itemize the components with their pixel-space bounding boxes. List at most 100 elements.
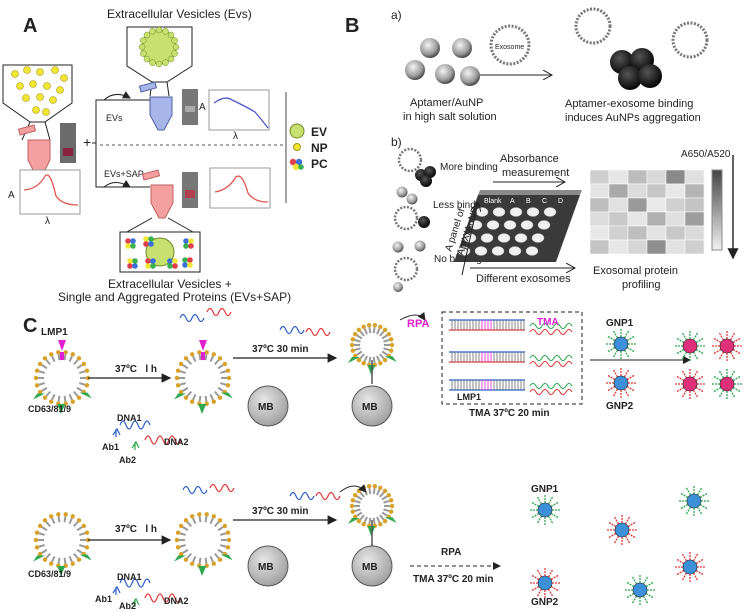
mb-label-2: MB	[362, 402, 378, 413]
binding-more-label: More binding	[440, 162, 498, 173]
mb-bead-1: MB	[247, 385, 289, 427]
plate-col-a: A	[510, 198, 515, 205]
mb-label-3: MB	[258, 562, 274, 573]
panel-a: A Extracellular Vesicles (Evs) + A λ EVs…	[2, 7, 328, 304]
legend-ev-label: EV	[311, 125, 327, 139]
dna-probes-2	[112, 578, 182, 607]
gnp-row-2	[529, 485, 710, 606]
axis-y-label: A	[8, 190, 15, 201]
tube-red-top	[17, 124, 51, 177]
ab2-1: Ab2	[119, 455, 136, 465]
spectrum-plot-np: A λ	[8, 169, 81, 227]
ev-vesicle-1	[33, 350, 92, 414]
right-caption-2: induces AuNPs aggregation	[565, 112, 701, 124]
tma-strands	[449, 319, 573, 396]
left-caption-2: in high salt solution	[403, 111, 497, 123]
np-dots	[11, 66, 68, 116]
pc-aggregates	[125, 236, 194, 269]
panel-b-label: B	[345, 15, 359, 37]
gnp1-label-2: GNP1	[531, 484, 559, 495]
ab1-2: Ab1	[95, 594, 112, 604]
label-evs-sap: EVs+SAP	[104, 169, 144, 179]
tma-cond: TMA 37ºC 20 min	[469, 408, 550, 419]
b-b-tag: b)	[391, 135, 402, 149]
cuvette-photo-a	[60, 123, 76, 163]
legend-pc-label: PC	[311, 157, 328, 171]
left-caption-1: Aptamer/AuNP	[410, 97, 483, 109]
plate-col-d: D	[558, 198, 563, 205]
dna-top-5	[182, 483, 235, 495]
axis-y-label-2: A	[199, 102, 206, 113]
connector-lines	[92, 99, 150, 188]
ev-vesicle-3	[347, 323, 397, 375]
absorbance-1: Absorbance	[500, 153, 559, 165]
ev-title: Extracellular Vesicles (Evs)	[107, 7, 252, 21]
diff-exo: Different exosomes	[476, 273, 571, 285]
aggregate-exosomes	[574, 7, 709, 90]
tma-label: TMA	[537, 317, 559, 328]
cd-label-1: CD63/81/9	[28, 404, 71, 414]
ab1-1: Ab1	[102, 442, 119, 452]
panel-b: B a) Exosome Aptamer/AuNP in high salt s…	[345, 7, 739, 292]
dna-probes-1	[112, 420, 182, 450]
panel-c: C LMP1 CD63/81/9 37ºC l h DNA1 DNA2 Ab1 …	[23, 307, 743, 611]
mb-label-4: MB	[362, 562, 378, 573]
tma-cond-2: TMA 37ºC 20 min	[413, 574, 494, 585]
mb-bead-4: MB	[351, 545, 393, 587]
tube-blue	[138, 81, 173, 131]
free-dna-2	[289, 491, 341, 501]
dna1-2: DNA1	[117, 572, 142, 582]
spectrum-plot-ev: A λ	[199, 89, 270, 142]
ratio-label: A650/A520	[681, 149, 731, 160]
cd-label-2: CD63/81/9	[28, 569, 71, 579]
profiling-1: Exosomal protein	[593, 265, 678, 277]
np-funnel	[2, 64, 73, 141]
tma-box	[441, 311, 583, 405]
dna2-2: DNA2	[164, 596, 189, 606]
box-lmp1: LMP1	[457, 392, 481, 402]
spectrum-plot-ev-sap	[209, 167, 271, 209]
gnp2-label-1: GNP2	[606, 401, 634, 412]
profiling-2: profiling	[622, 279, 661, 291]
gnp-row-1	[605, 328, 743, 400]
mb-label-1: MB	[258, 402, 274, 413]
gnp2-label-2: GNP2	[531, 597, 559, 608]
ev-funnel	[126, 26, 193, 97]
ev-vesicle-5	[174, 512, 233, 576]
exosome-label: Exosome	[495, 44, 524, 51]
plate-col-blank: Blank	[484, 198, 502, 205]
mb-bead-3: MB	[247, 545, 289, 587]
heatmap	[589, 169, 705, 255]
legend-np-icon	[293, 143, 301, 151]
step1-label-1: 37ºC l h	[115, 364, 157, 375]
plate-col-c: C	[542, 198, 547, 205]
dna-top-2	[179, 307, 232, 323]
exosome-a: Exosome	[489, 24, 531, 66]
binding-less-label: Less binding	[433, 200, 489, 211]
step1-label-2: 37ºC l h	[115, 524, 157, 535]
free-dna-1	[279, 325, 331, 337]
step2-label-1: 37ºC 30 min	[252, 344, 308, 355]
lmp1-label: LMP1	[41, 327, 68, 338]
panel-a-label: A	[23, 15, 37, 37]
axis-x-label: λ	[45, 216, 50, 227]
legend: EV NP PC	[289, 123, 328, 171]
legend-np-label: NP	[311, 141, 328, 155]
dna1-1: DNA1	[117, 413, 142, 423]
absorbance-2: measurement	[502, 167, 569, 179]
gnp1-label-1: GNP1	[606, 318, 634, 329]
binding-more: More binding	[397, 147, 498, 187]
ev-vesicle-2	[174, 350, 233, 414]
heatmap-scale	[711, 169, 723, 251]
well-plate: Blank A B C D	[454, 190, 582, 262]
plate-col-b: B	[526, 198, 531, 205]
dna2-1: DNA2	[164, 437, 189, 447]
plus-sign: +	[83, 134, 91, 150]
rpa-1: RPA	[407, 318, 429, 330]
ev-vesicle-4	[33, 512, 92, 576]
tube-red-mid	[141, 169, 174, 219]
label-evs: EVs	[106, 113, 123, 123]
binding-no: No binding	[392, 240, 482, 292]
axis-x-label-2: λ	[233, 131, 238, 142]
